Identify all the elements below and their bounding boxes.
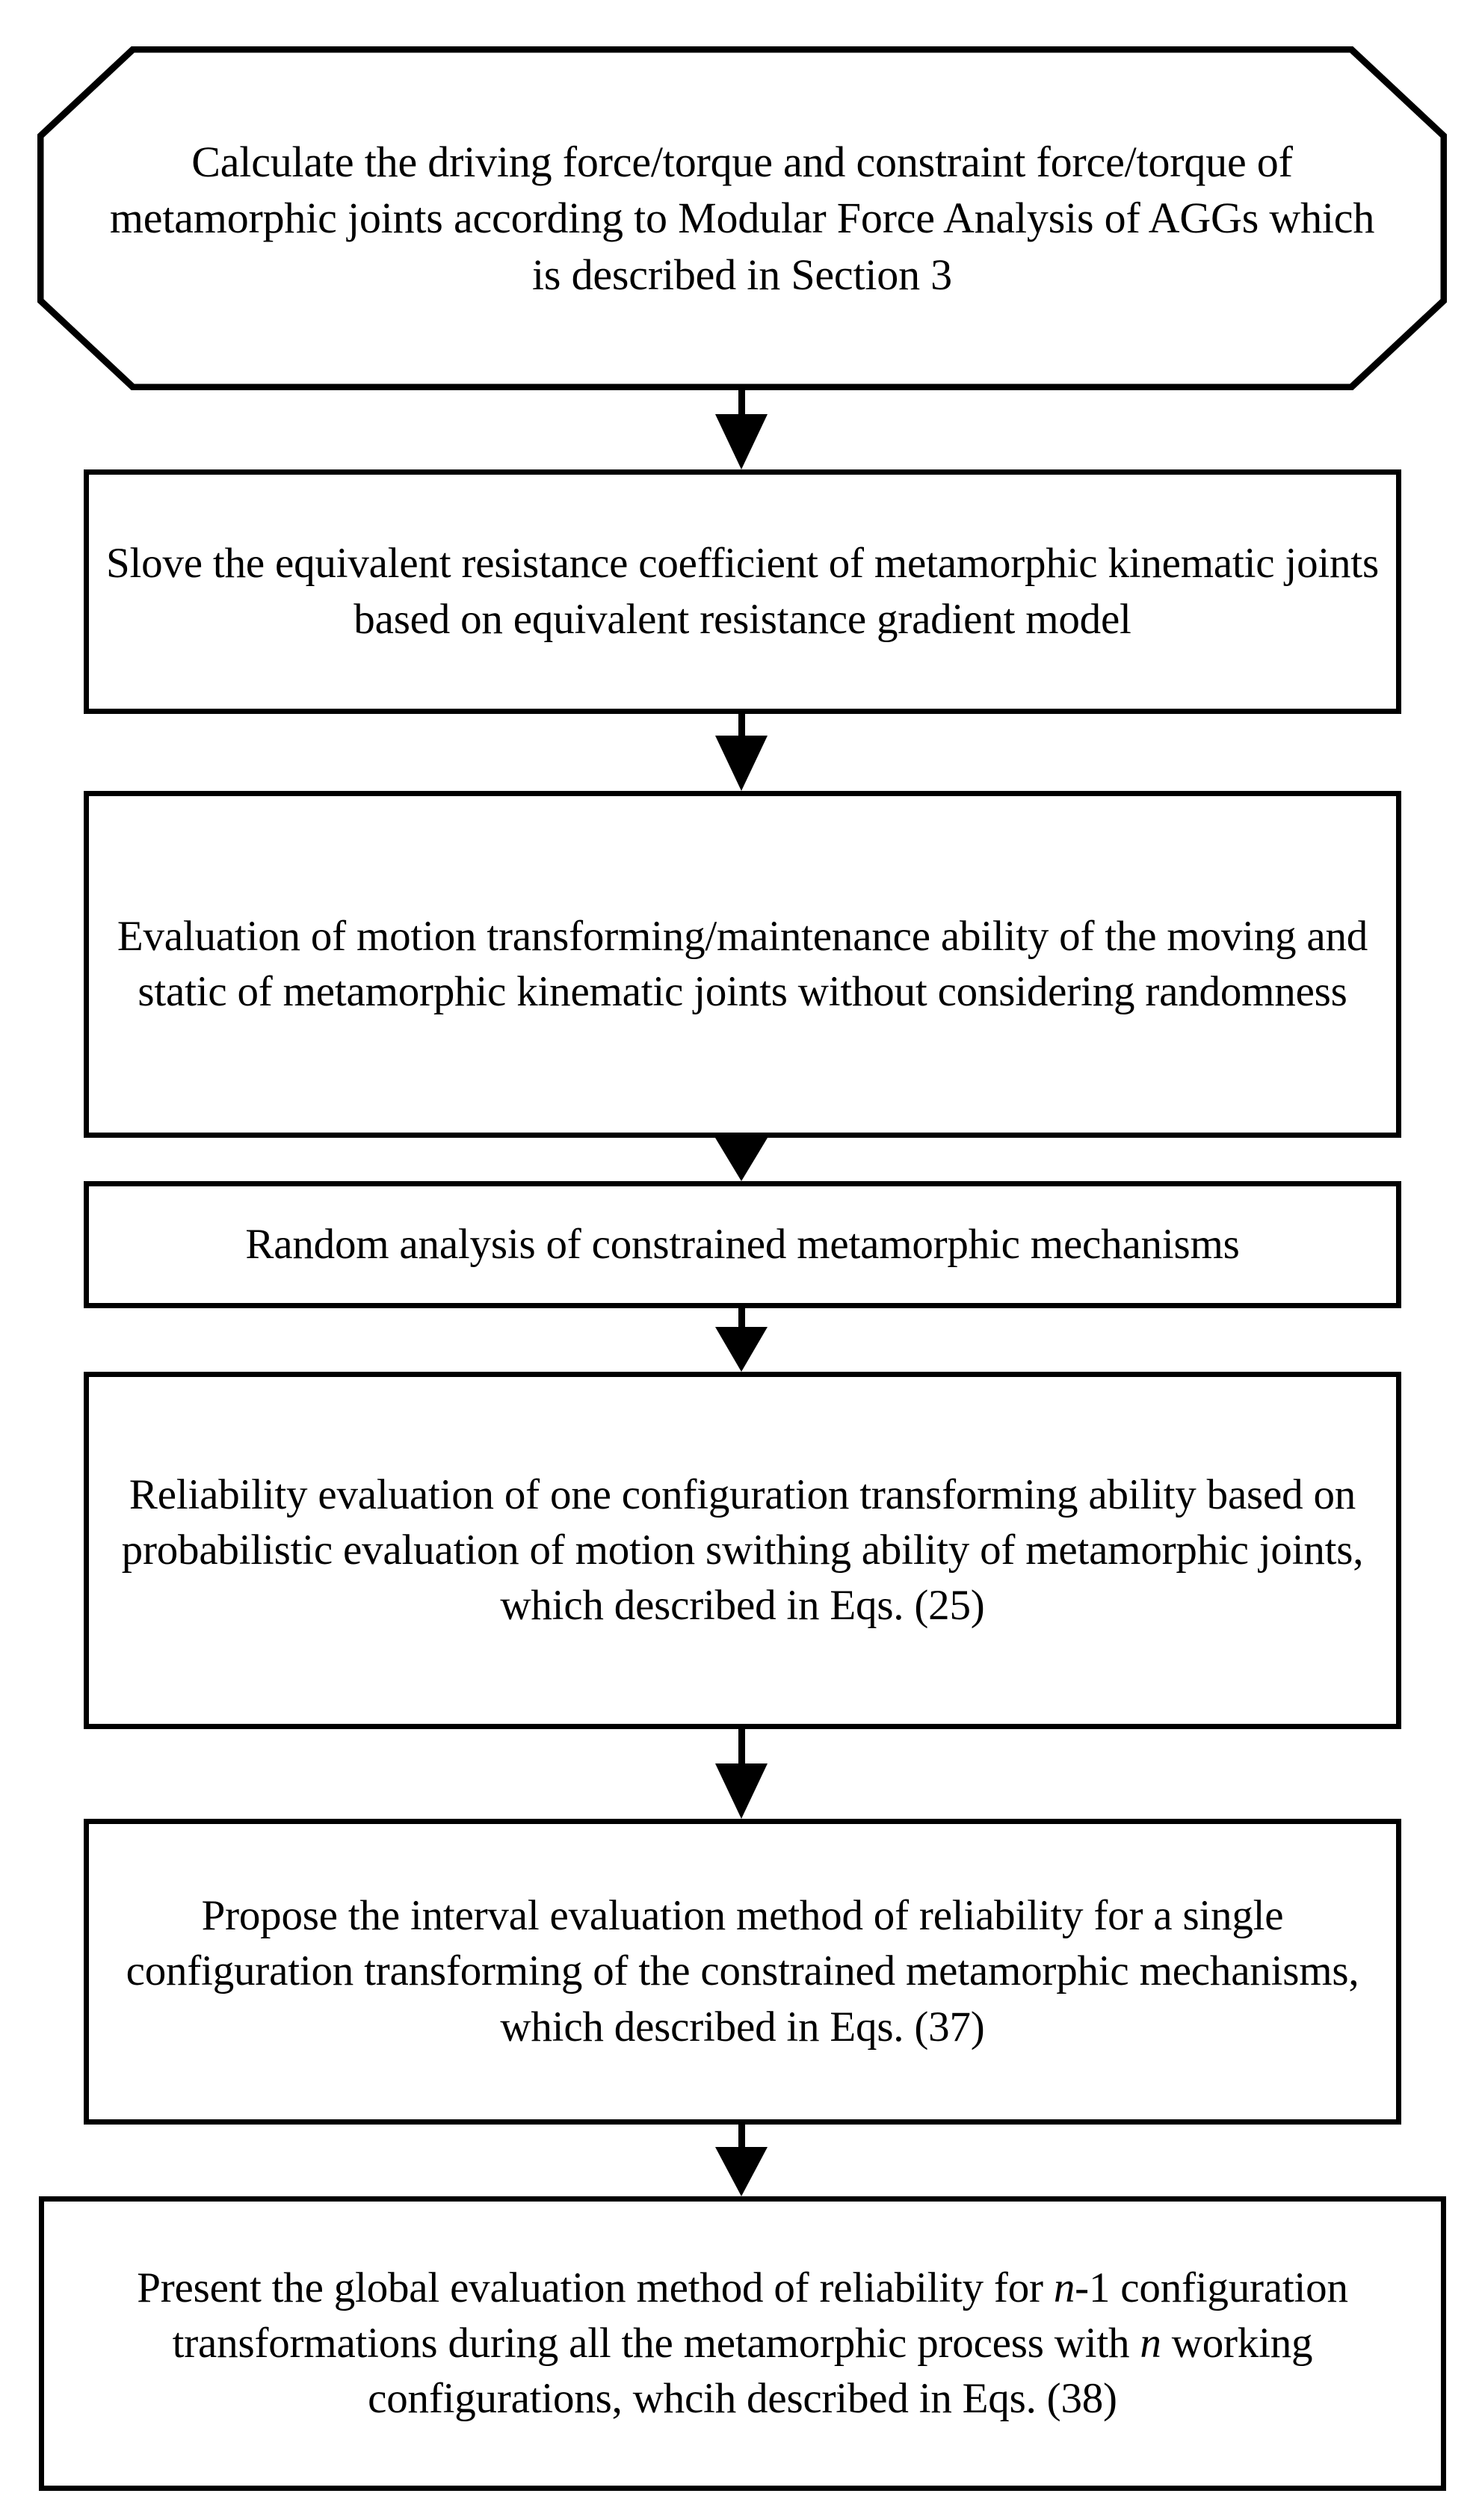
flowchart-node-5-label: Reliability evaluation of one configurat… [121,1470,1364,1630]
arrow-stem [738,2125,745,2147]
flowchart-node-3-label: Evaluation of motion transforming/mainte… [117,912,1368,1015]
text-run: n [1140,2319,1161,2367]
flowchart-node-4[interactable]: Random analysis of constrained metamorph… [84,1181,1401,1308]
flowchart-node-2[interactable]: Slove the equivalent resistance coeffici… [84,469,1401,714]
text-run: -1 configuration transformations during … [172,2264,1348,2367]
flowchart-node-3[interactable]: Evaluation of motion transforming/mainte… [84,791,1401,1138]
arrow-head-icon [715,2147,768,2196]
flowchart-node-5[interactable]: Reliability evaluation of one configurat… [84,1372,1401,1729]
text-run: working configurations, whcih described … [368,2319,1313,2423]
flowchart-node-7-label: Present the global evaluation method of … [44,2261,1441,2427]
flowchart-node-2-label: Slove the equivalent resistance coeffici… [106,540,1379,643]
text-run: Present the global evaluation method of … [137,2264,1054,2311]
flowchart-node-7[interactable]: Present the global evaluation method of … [39,2196,1446,2491]
arrow-head-icon [715,1138,768,1181]
flowchart-node-4-label: Random analysis of constrained metamorph… [245,1220,1240,1268]
flowchart-node-6-label: Propose the interval evaluation method o… [126,1892,1359,2051]
flowchart-node-1-label: Calculate the driving force/torque and c… [109,137,1375,299]
flowchart-node-1[interactable]: Calculate the driving force/torque and c… [37,46,1447,390]
arrow-stem [738,1308,745,1327]
arrow-head-icon [715,736,768,791]
text-run: n [1053,2264,1075,2311]
arrow-stem [738,390,745,420]
arrow-stem [738,714,745,742]
arrow-head-icon [715,414,768,469]
arrow-stem [738,1729,745,1763]
arrow-head-icon [715,1327,768,1372]
arrow-head-icon [715,1763,768,1819]
octagon-outline [37,46,1447,390]
flowchart-node-6[interactable]: Propose the interval evaluation method o… [84,1819,1401,2125]
